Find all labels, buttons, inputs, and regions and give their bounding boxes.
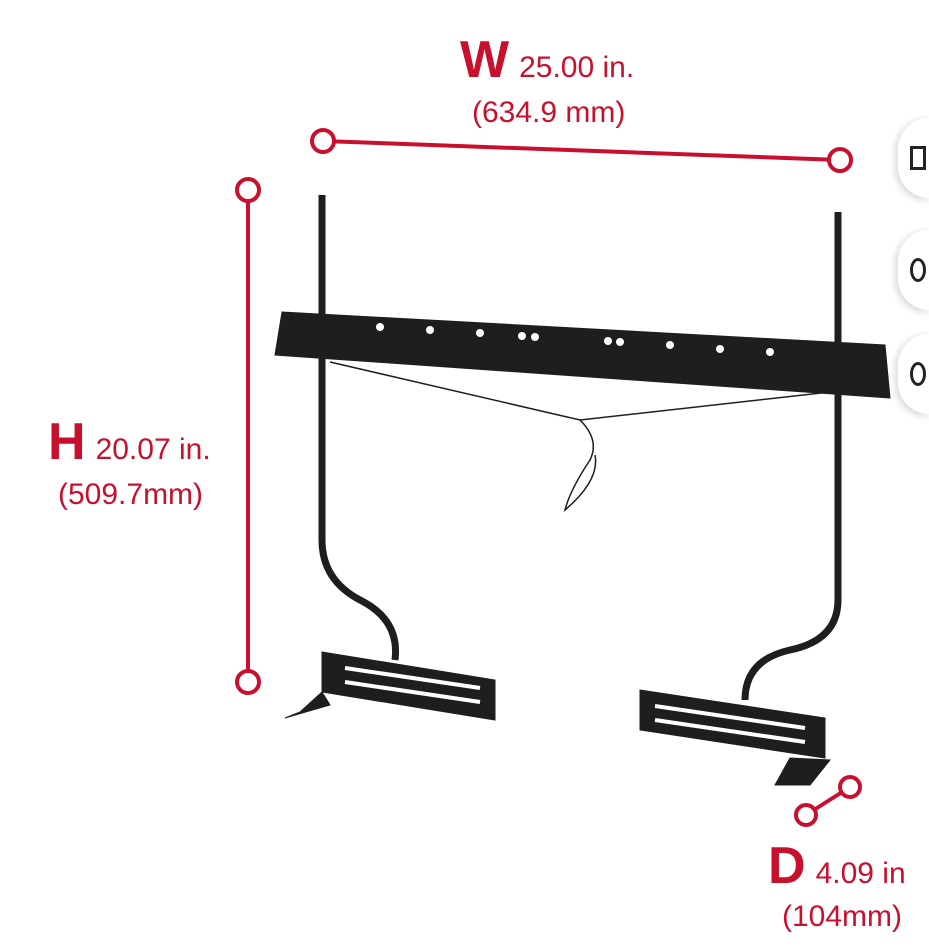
zoom-button[interactable] [898, 334, 929, 414]
depth-inches: 4.09 in [815, 857, 906, 890]
width-line [322, 139, 841, 162]
dimension-lines [235, 128, 862, 827]
width-mm: (634.9 mm) [472, 96, 626, 129]
height-dimension: H 20.07 in. [48, 412, 211, 472]
heart-icon [910, 258, 926, 282]
mount-drawing [274, 195, 891, 786]
view-in-room-icon [910, 146, 926, 170]
height-letter: H [48, 413, 86, 471]
height-mm: (509.7mm) [58, 478, 204, 511]
depth-mm: (104mm) [782, 900, 903, 933]
depth-letter: D [768, 837, 806, 895]
width-inches: 25.00 in. [519, 51, 635, 84]
view-in-room-button[interactable] [898, 118, 929, 198]
zoom-icon [910, 362, 926, 386]
height-inches: 20.07 in. [95, 433, 211, 466]
depth-dimension: D 4.09 in [768, 836, 906, 896]
width-dimension: W 25.00 in. [460, 30, 634, 90]
width-letter: W [460, 31, 510, 89]
favorite-button[interactable] [898, 230, 929, 310]
